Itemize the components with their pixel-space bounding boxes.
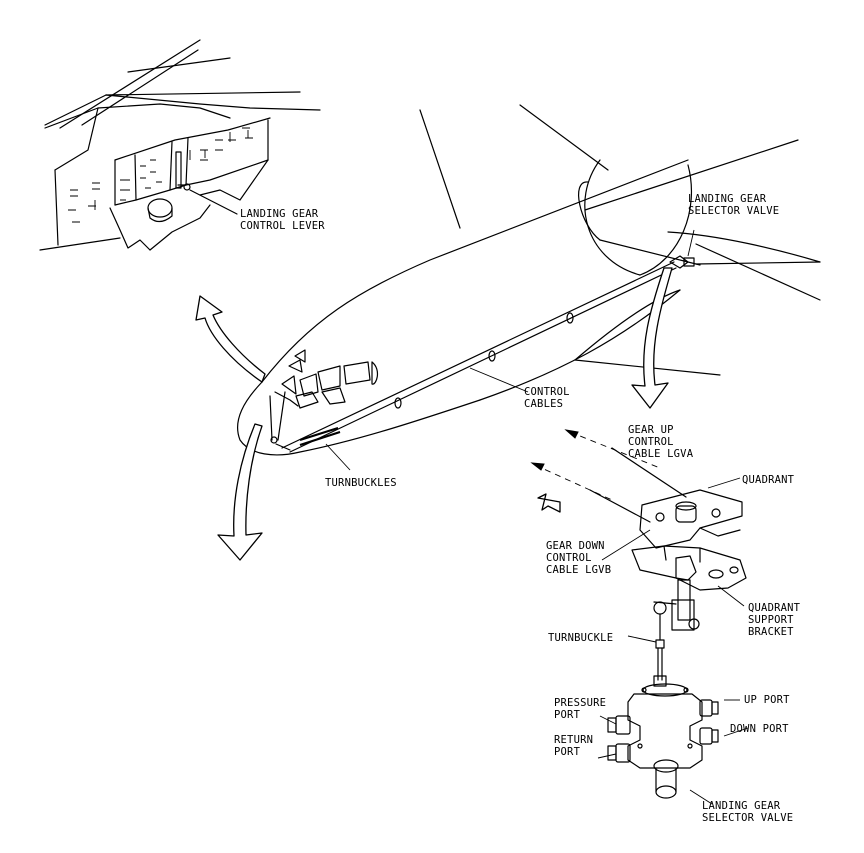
leader-lines [325, 229, 695, 471]
label-gear-up-control-cable: GEAR UP CONTROL CABLE LGVA [628, 424, 694, 460]
callout-arrows [195, 267, 673, 561]
label-landing-gear-control-lever: LANDING GEAR CONTROL LEVER [240, 208, 325, 232]
control-cable-run [281, 255, 695, 453]
label-control-cables: CONTROL CABLES [524, 386, 570, 410]
label-turnbuckle: TURNBUCKLE [548, 632, 614, 644]
label-quadrant-support-bracket: QUADRANT SUPPORT BRACKET [748, 602, 801, 638]
label-landing-gear-selector-valve-top: LANDING GEAR SELECTOR VALVE [688, 193, 780, 217]
label-return-port: RETURN PORT [554, 734, 594, 758]
label-pressure-port: PRESSURE PORT [554, 697, 607, 721]
label-gear-down-control-cable: GEAR DOWN CONTROL CABLE LGVB [546, 540, 612, 576]
label-down-port: DOWN PORT [730, 723, 789, 735]
label-landing-gear-selector-valve-bottom: LANDING GEAR SELECTOR VALVE [702, 800, 794, 824]
label-up-port: UP PORT [744, 694, 790, 706]
quadrant-detail [530, 429, 749, 805]
cockpit-inset [39, 39, 321, 251]
label-quadrant: QUADRANT [742, 474, 795, 486]
label-turnbuckles: TURNBUCKLES [325, 477, 397, 489]
